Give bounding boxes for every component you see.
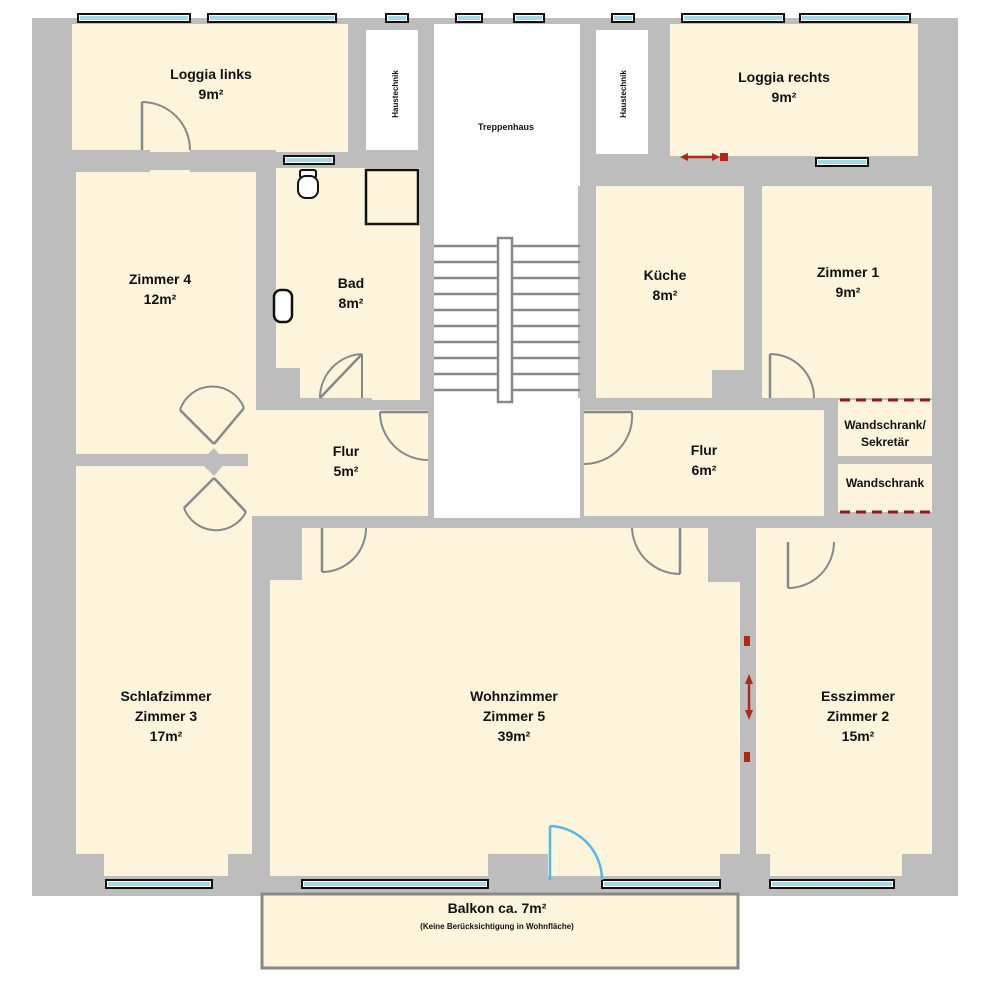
window	[77, 13, 191, 23]
wohnzimmer-area: 39m²	[498, 728, 531, 744]
schlafzimmer-floor	[76, 466, 252, 876]
flur-links-name: Flur	[333, 443, 360, 459]
balkon-note: (Keine Berücksichtigung in Wohnfläche)	[420, 922, 574, 931]
window	[455, 13, 483, 23]
wandschrank-floor	[838, 464, 932, 512]
shower-tray	[364, 168, 420, 226]
bathroom-fixtures	[272, 168, 420, 324]
window	[283, 155, 335, 165]
schlafzimmer-line1: Schlafzimmer	[120, 688, 212, 704]
window	[513, 13, 545, 23]
balkon	[260, 892, 740, 970]
bad-floor	[272, 168, 420, 400]
loggia-links-floor	[72, 24, 348, 152]
zimmer1-name: Zimmer 1	[817, 264, 879, 280]
toilet-bowl	[297, 175, 319, 199]
staircase	[434, 236, 580, 404]
window	[385, 13, 409, 23]
windows	[77, 13, 911, 889]
wohnzimmer-floor	[270, 528, 740, 876]
flur-links-floor	[248, 410, 428, 516]
balkon-name: Balkon ca. 7m²	[448, 900, 547, 916]
red-markers	[680, 153, 932, 762]
flur-links-area: 5m²	[334, 463, 359, 479]
treppenhaus-floor	[434, 24, 580, 518]
bad-area: 8m²	[339, 295, 364, 311]
window	[799, 13, 911, 23]
window	[815, 157, 869, 167]
zimmer4-floor	[76, 170, 256, 454]
window	[301, 879, 489, 889]
esszimmer-floor	[756, 528, 932, 876]
haustechnik-rechts-label: Haustechnik	[619, 70, 628, 118]
haustechnik-links-label: Haustechnik	[391, 70, 400, 118]
wall-piers	[70, 150, 934, 894]
treppenhaus-label: Treppenhaus	[478, 122, 534, 132]
esszimmer-line1: Esszimmer	[821, 688, 895, 704]
window	[207, 13, 337, 23]
loggia-rechts-area: 9m²	[772, 89, 797, 105]
window	[769, 879, 895, 889]
esszimmer-area: 15m²	[842, 728, 875, 744]
loggia-links-name: Loggia links	[170, 66, 252, 82]
window	[611, 13, 635, 23]
window	[601, 879, 721, 889]
flur-rechts-area: 6m²	[692, 462, 717, 478]
kueche-floor	[594, 186, 744, 398]
haustechnik-links-floor	[366, 30, 418, 150]
schlafzimmer-line2: Zimmer 3	[135, 708, 197, 724]
zimmer1-floor	[762, 186, 932, 398]
room-fills	[72, 24, 932, 876]
washbasin	[272, 288, 294, 324]
kueche-name: Küche	[644, 267, 687, 283]
window	[105, 879, 213, 889]
wandschrank-sekretaer-line1: Wandschrank/	[844, 418, 926, 432]
wandschrank-sekretaer-floor	[838, 400, 932, 456]
esszimmer-line2: Zimmer 2	[827, 708, 889, 724]
room-labels: Loggia links 9m² Loggia rechts 9m² Haust…	[120, 66, 926, 931]
window	[681, 13, 785, 23]
zimmer1-area: 9m²	[836, 284, 861, 300]
doors	[140, 101, 835, 881]
bad-name: Bad	[338, 275, 364, 291]
zimmer4-area: 12m²	[144, 291, 177, 307]
schlafzimmer-area: 17m²	[150, 728, 183, 744]
loggia-rechts-floor	[670, 24, 918, 156]
haustechnik-rechts-floor	[596, 30, 648, 154]
flur-rechts-floor	[584, 410, 824, 516]
zimmer4-name: Zimmer 4	[129, 271, 191, 287]
kueche-area: 8m²	[653, 287, 678, 303]
loggia-links-area: 9m²	[199, 86, 224, 102]
wohnzimmer-line1: Wohnzimmer	[470, 688, 558, 704]
loggia-rechts-name: Loggia rechts	[738, 69, 830, 85]
wandschrank-label: Wandschrank	[846, 476, 925, 490]
flur-rechts-name: Flur	[691, 442, 718, 458]
wandschrank-sekretaer-line2: Sekretär	[861, 435, 909, 449]
wohnzimmer-line2: Zimmer 5	[483, 708, 545, 724]
